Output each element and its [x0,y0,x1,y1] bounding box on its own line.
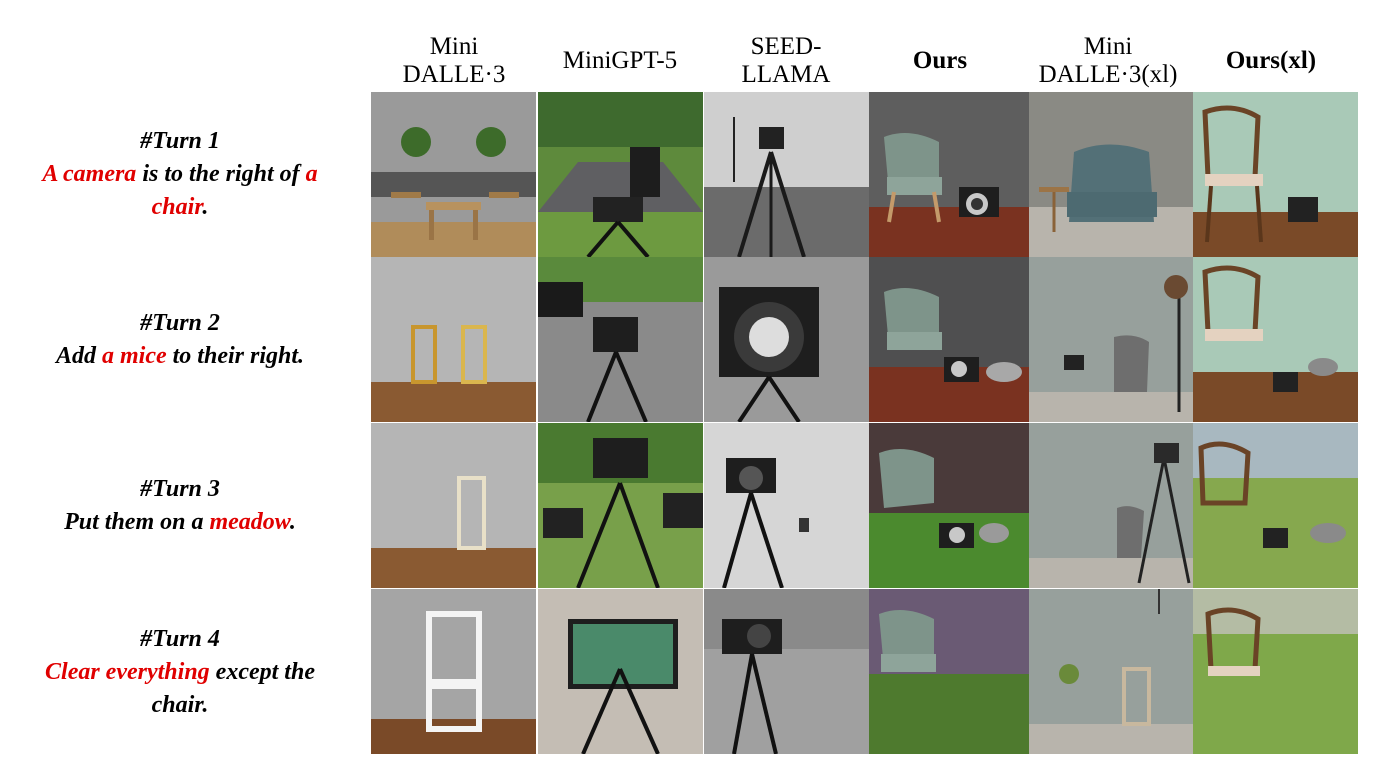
turn-prompt-line: chair. [152,191,209,224]
prompt-segment: is to the right of [136,160,306,187]
prompt-segment: chair. [151,691,209,718]
column-header-line: Mini [1083,33,1133,60]
turn-1-caption: #Turn 1 A camera is to the right of a ch… [0,91,360,257]
turn-prompt-line: A camera is to the right of a [42,158,317,191]
column-header-line: Mini [429,33,479,60]
turn-4-caption: #Turn 4 Clear everything except the chai… [0,589,360,755]
image-minigpt5-turn-4 [538,589,703,754]
prompt-segment: Clear everything [45,658,210,685]
image-minigpt5-turn-2 [538,257,703,422]
image-seed-llama-turn-1 [704,92,869,257]
prompt-segment: to their right. [166,343,305,369]
turn-label: #Turn 3 [140,476,220,502]
image-ours-turn-4 [869,589,1034,754]
image-ours-xl-turn-1 [1193,92,1358,257]
prompt-segment: A camera [42,160,137,187]
prompt-segment: chair [151,193,203,220]
image-mini-dalle3-turn-3 [371,423,536,588]
turn-prompt-line: Add a mice to their right. [56,340,304,373]
image-ours-xl-turn-2 [1193,257,1358,422]
image-ours-turn-1 [869,92,1034,257]
image-mini-dalle3-xl-turn-4 [1029,589,1194,754]
image-mini-dalle3-xl-turn-3 [1029,423,1194,588]
image-ours-turn-3 [869,423,1034,588]
prompt-segment: a mice [102,343,167,369]
column-header-line: Ours(xl) [1225,47,1317,74]
turn-2-caption: #Turn 2 Add a mice to their right. [0,257,360,423]
turn-prompt-line: chair. [152,689,209,722]
column-header-ours: Ours [857,30,1023,92]
turn-prompt-line: Put them on a meadow. [64,506,296,539]
image-seed-llama-turn-2 [704,257,869,422]
prompt-segment: . [289,509,296,535]
column-header-line: DALLE·3(xl) [1038,61,1178,88]
image-mini-dalle3-xl-turn-1 [1029,92,1194,257]
prompt-segment: except the [209,658,315,685]
prompt-segment: . [202,193,209,220]
prompt-segment: Put them on a [64,509,210,535]
image-ours-xl-turn-3 [1193,423,1358,588]
turn-prompt-line: Clear everything except the [45,656,315,689]
image-ours-turn-2 [869,257,1034,422]
image-minigpt5-turn-3 [538,423,703,588]
column-header-minigpt5: MiniGPT-5 [537,30,703,92]
column-header-line: SEED- [750,33,822,60]
image-mini-dalle3-xl-turn-2 [1029,257,1194,422]
column-header-line: DALLE·3 [402,61,506,88]
image-minigpt5-turn-1 [538,92,703,257]
prompt-segment: meadow [209,509,290,535]
prompt-segment: Add [55,343,102,369]
turn-label: #Turn 2 [140,310,220,336]
image-seed-llama-turn-3 [704,423,869,588]
image-mini-dalle3-turn-2 [371,257,536,422]
turn-3-caption: #Turn 3 Put them on a meadow. [0,423,360,589]
column-header-line: LLAMA [741,61,831,88]
column-header-ours-xl: Ours(xl) [1188,30,1354,92]
column-header-line: Ours [912,47,968,74]
column-header-seed-llama: SEED-LLAMA [703,30,869,92]
image-mini-dalle3-turn-1 [371,92,536,257]
turn-label: #Turn 4 [140,625,220,652]
prompt-segment: a [305,160,318,187]
image-ours-xl-turn-4 [1193,589,1358,754]
column-header-line: MiniGPT-5 [562,47,678,74]
image-mini-dalle3-turn-4 [371,589,536,754]
image-seed-llama-turn-4 [704,589,869,754]
turn-label: #Turn 1 [140,127,220,154]
